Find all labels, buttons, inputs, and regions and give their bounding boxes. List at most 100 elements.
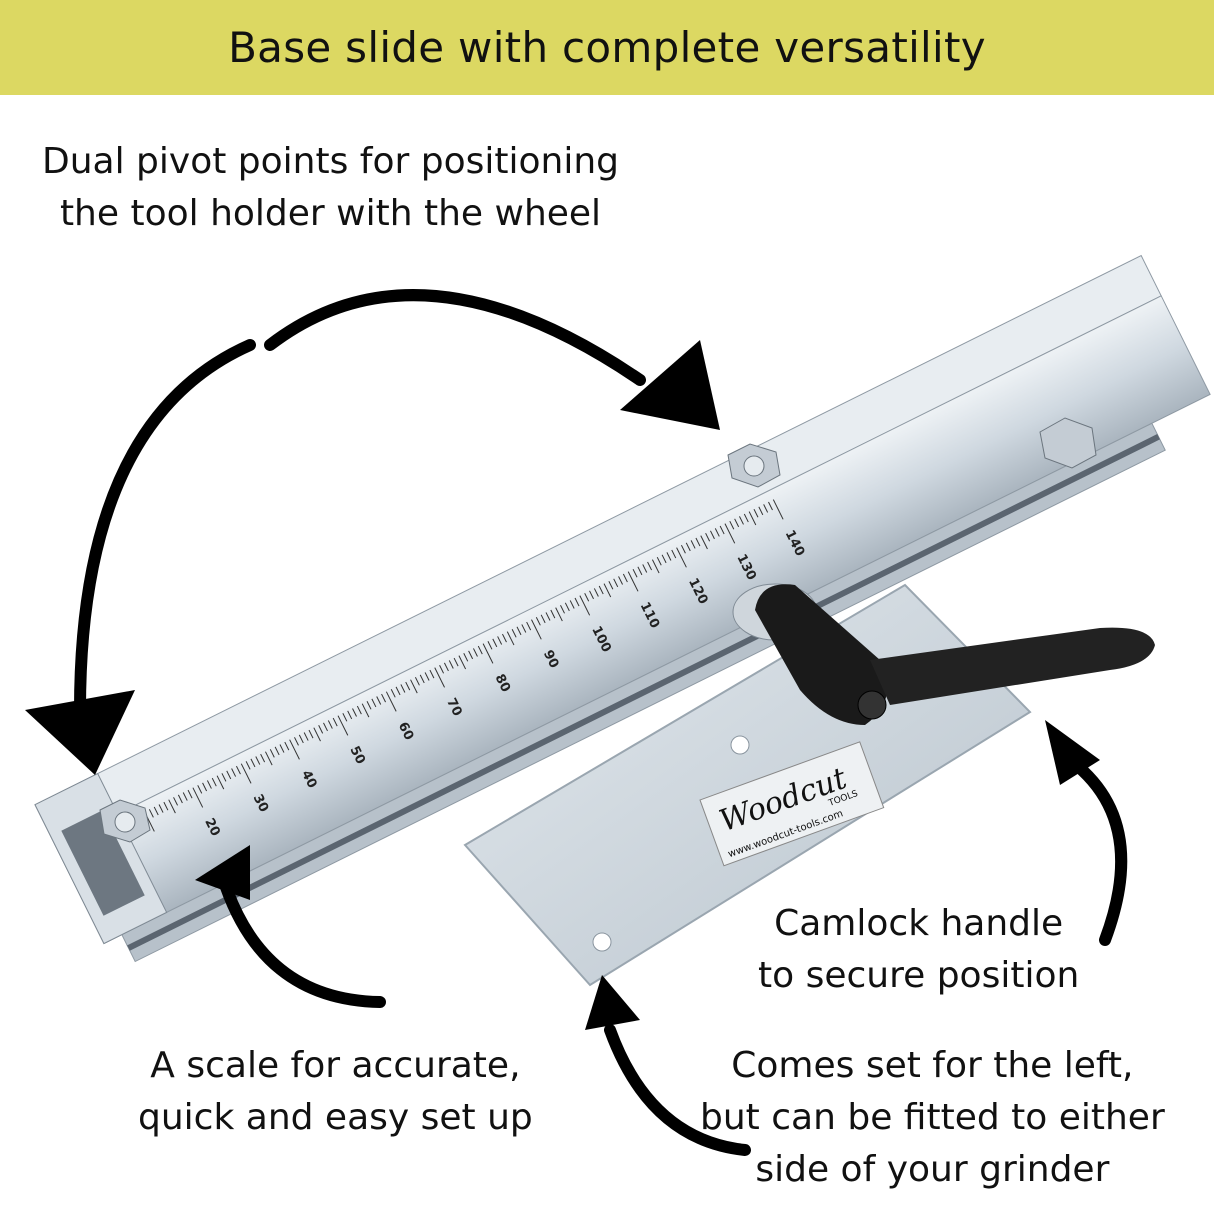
scale-tick bbox=[511, 629, 517, 638]
scale-tick bbox=[197, 785, 203, 794]
scale-tick bbox=[255, 756, 261, 765]
scale-tick bbox=[410, 679, 418, 694]
scale-tick bbox=[366, 701, 372, 710]
scale-tick bbox=[526, 621, 532, 631]
scale-tick bbox=[400, 684, 406, 693]
adjust-bolt bbox=[1039, 417, 1097, 469]
arrow-icon bbox=[74, 289, 1128, 1156]
scale-tick bbox=[468, 650, 474, 660]
caption-line: the tool holder with the wheel bbox=[59, 193, 602, 234]
scale-tick bbox=[216, 775, 225, 790]
scale-tick bbox=[477, 645, 483, 655]
scale-tick bbox=[439, 665, 445, 674]
scale-tick bbox=[298, 734, 304, 744]
scale-tick bbox=[434, 667, 445, 688]
scale-tick bbox=[323, 722, 328, 732]
scale-label: 60 bbox=[395, 720, 416, 743]
scale-tick bbox=[603, 583, 612, 598]
scale-tick bbox=[347, 710, 353, 720]
scale-tick bbox=[753, 508, 759, 518]
scale-tick bbox=[618, 576, 623, 585]
scale-tick bbox=[390, 689, 396, 698]
scale-tick bbox=[487, 641, 493, 650]
caption-side: Comes set for the left, but can be fitte… bbox=[700, 1040, 1165, 1196]
scale-tick bbox=[206, 780, 212, 789]
scale-tick bbox=[647, 561, 653, 571]
scale-tick bbox=[666, 552, 672, 561]
scale-tick bbox=[540, 614, 546, 624]
scale-tick bbox=[680, 544, 686, 554]
scale-tick bbox=[235, 765, 241, 775]
scale-tick bbox=[274, 746, 280, 756]
caption-line: Dual pivot points for positioning bbox=[42, 141, 620, 182]
scale-tick bbox=[352, 708, 357, 717]
scale-tick bbox=[414, 677, 420, 686]
plate-hole bbox=[592, 932, 612, 952]
scale-tick bbox=[739, 516, 744, 525]
scale-tick bbox=[550, 609, 556, 619]
scale-tick bbox=[608, 580, 614, 590]
scale-ticks bbox=[144, 499, 784, 832]
scale-tick bbox=[158, 804, 164, 813]
scale-tick bbox=[337, 715, 349, 736]
scale-tick bbox=[148, 809, 154, 818]
scale-tick bbox=[342, 713, 348, 722]
scale-tick bbox=[448, 660, 454, 669]
scale-tick bbox=[545, 612, 551, 621]
caption-scale: A scale for accurate, quick and easy set… bbox=[138, 1040, 533, 1144]
scale-tick bbox=[443, 662, 449, 672]
scale-tick bbox=[700, 535, 708, 550]
scale-tick bbox=[516, 626, 522, 636]
scale-tick bbox=[424, 672, 430, 681]
scale-tick bbox=[685, 542, 691, 552]
scale-tick bbox=[419, 674, 425, 684]
scale-tick bbox=[584, 593, 590, 602]
caption-camlock: Camlock handle to secure position bbox=[758, 898, 1079, 1002]
scale-tick bbox=[245, 761, 251, 770]
scale-tick bbox=[589, 590, 594, 600]
scale-tick bbox=[192, 787, 204, 808]
pivot-nut-right bbox=[727, 443, 781, 488]
scale-tick bbox=[361, 703, 370, 718]
scale-tick bbox=[385, 691, 397, 712]
scale-tick bbox=[458, 655, 467, 670]
scale-tick bbox=[226, 770, 232, 780]
scale-tick bbox=[690, 540, 696, 549]
scale-tick bbox=[763, 504, 769, 513]
caption-line: Camlock handle bbox=[774, 903, 1064, 944]
scale-label: 70 bbox=[443, 696, 464, 719]
scale-tick bbox=[729, 520, 735, 530]
scale-tick bbox=[724, 523, 736, 544]
scale-tick bbox=[671, 549, 677, 559]
scale-tick bbox=[627, 571, 639, 592]
scale-tick bbox=[182, 792, 188, 801]
scale-tick bbox=[463, 653, 469, 662]
scale-tick bbox=[743, 513, 749, 523]
scale-tick bbox=[177, 794, 183, 804]
scale-tick bbox=[714, 528, 720, 537]
scale-tick bbox=[758, 506, 764, 516]
scale-tick bbox=[531, 619, 542, 640]
scale-tick bbox=[574, 597, 580, 607]
scale-tick bbox=[231, 768, 237, 777]
scale-tick bbox=[453, 657, 459, 667]
scale-tick bbox=[632, 568, 638, 578]
scale-tick bbox=[240, 763, 252, 784]
scale-tick bbox=[381, 693, 386, 703]
scale-tick bbox=[560, 605, 565, 614]
scale-tick bbox=[168, 799, 176, 814]
scale-tick bbox=[202, 782, 208, 792]
scale-tick bbox=[506, 631, 515, 646]
scale-tick bbox=[705, 532, 711, 542]
scale-tick bbox=[676, 547, 687, 568]
scale-tick bbox=[695, 537, 701, 547]
scale-tick bbox=[521, 624, 527, 633]
scale-tick bbox=[569, 600, 575, 609]
title-banner: Base slide with complete versatility bbox=[0, 0, 1214, 95]
scale-tick bbox=[211, 777, 217, 787]
arrowheads bbox=[25, 340, 1100, 1030]
scale-tick bbox=[497, 636, 503, 645]
scale-label: 40 bbox=[298, 768, 319, 791]
scale-tick bbox=[376, 696, 382, 705]
